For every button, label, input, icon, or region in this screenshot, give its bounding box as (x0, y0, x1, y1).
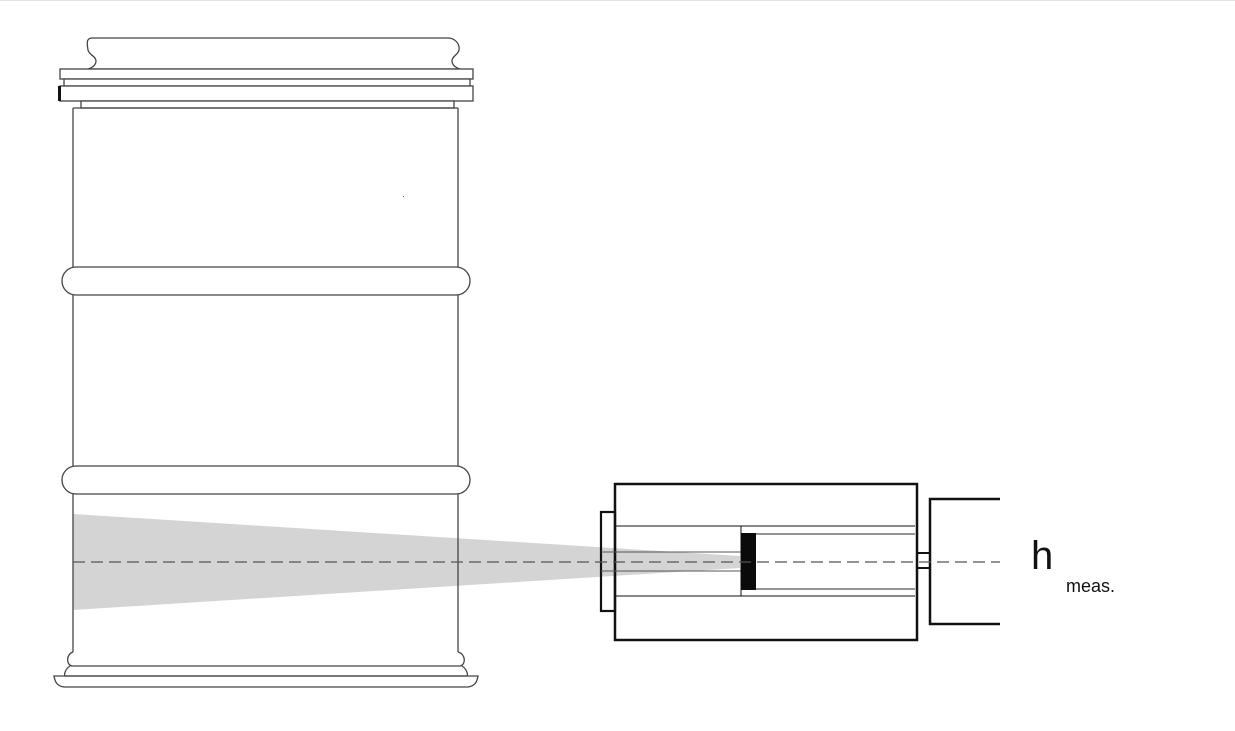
label-h-subscript: meas. (1066, 576, 1116, 596)
barrel-rib-1 (61, 266, 471, 296)
artifact-dot (403, 196, 404, 197)
barrel-lid-flange-3 (59, 85, 474, 102)
barrel-rib-2 (61, 465, 471, 495)
barrel-base (53, 675, 479, 688)
barrel-lid-top (86, 37, 461, 70)
label-h-main: h (1031, 534, 1054, 578)
barrel (53, 37, 479, 688)
barrel-bottom (66, 651, 465, 667)
connector (916, 552, 931, 569)
barrel-lid-flange-1 (59, 68, 474, 80)
barrel-lid-flange-2 (63, 78, 471, 87)
top-border (0, 0, 1235, 1)
barrel-lid-flange-4 (80, 100, 455, 109)
lid-marker (58, 86, 61, 101)
